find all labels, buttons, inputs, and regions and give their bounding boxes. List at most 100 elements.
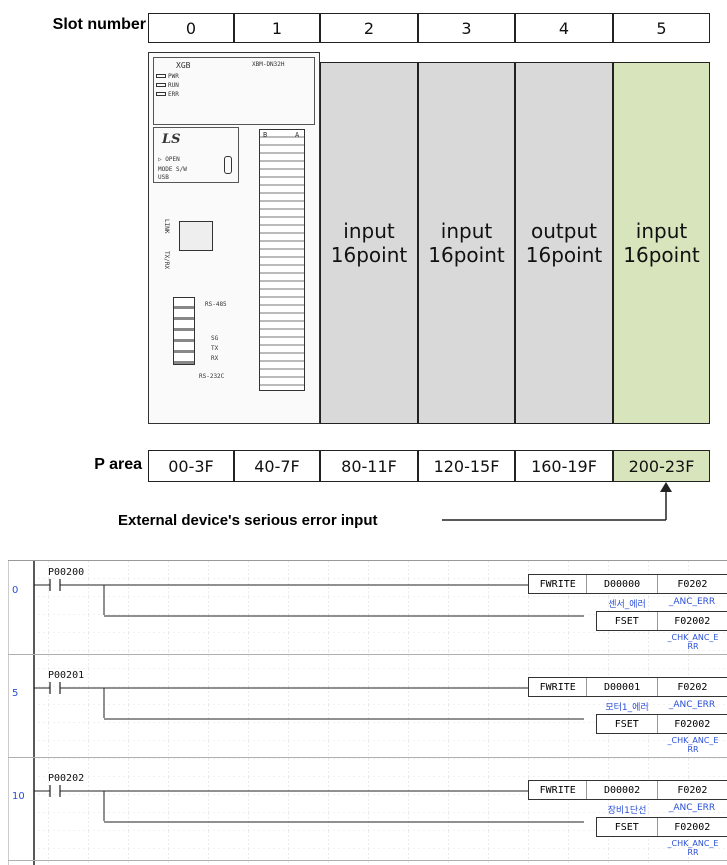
- operand-3: F02002: [656, 715, 727, 733]
- instruction-name: FSET: [614, 615, 639, 627]
- annotation-arrow-icon: [442, 482, 672, 521]
- io-connector-icon: [259, 129, 305, 391]
- led-pwr-label: PWR: [168, 73, 179, 80]
- module-slot-2: input 16point: [320, 62, 418, 424]
- switch-icon: [224, 156, 232, 174]
- module-slot-5: input 16point: [613, 62, 710, 424]
- ethernet-port-icon: [179, 221, 213, 251]
- module-type: output: [531, 219, 597, 243]
- branch-line: [104, 615, 584, 617]
- led-run-label: RUN: [168, 82, 179, 89]
- contact-address: P00201: [48, 670, 85, 681]
- contact-address: P00200: [48, 567, 85, 578]
- fset-instruction[interactable]: FSET F02002: [596, 611, 727, 631]
- sg-label: SG: [211, 335, 219, 342]
- instruction-name: FWRITE: [539, 681, 576, 693]
- module-points: 16point: [623, 243, 700, 267]
- cpu-brand: XGB: [176, 61, 191, 70]
- ladder-editor[interactable]: P00200 0 FWRITE D00000 F0202 센서_에러 _ANC_…: [8, 560, 727, 865]
- rung-separator: [8, 860, 727, 861]
- rung-separator: [8, 654, 727, 655]
- p-area-cell: 00-3F: [148, 450, 234, 482]
- module-points: 16point: [428, 243, 505, 267]
- contact-icon[interactable]: [34, 781, 724, 821]
- link-label: LINK: [163, 219, 170, 234]
- cpu-mid-panel: LS ▷ OPEN MODE S/W USB: [153, 127, 239, 183]
- contact-address: P00202: [48, 773, 85, 784]
- operand-1: D00002: [586, 781, 656, 799]
- variable-label: _CHK_ANC_E RR: [667, 633, 719, 651]
- instruction-name: FSET: [614, 821, 639, 833]
- tx-label: TX: [211, 345, 219, 352]
- p-area-cell: 120-15F: [418, 450, 515, 482]
- contact-icon[interactable]: [34, 575, 724, 615]
- led-icon: [156, 92, 166, 96]
- cpu-model: XBM-DN32H: [252, 61, 285, 68]
- rs485-label: RS-485: [205, 301, 227, 308]
- led-icon: [156, 74, 166, 78]
- variable-label: 장비1단선: [607, 806, 647, 816]
- operand-3: F02002: [656, 818, 727, 836]
- variable-label: _CHK_ANC_E RR: [667, 736, 719, 754]
- instruction-name: FWRITE: [539, 784, 576, 796]
- p-area-cell: 160-19F: [515, 450, 613, 482]
- contact-icon[interactable]: [34, 678, 724, 718]
- slot-cell: 4: [515, 13, 613, 43]
- led-icon: [156, 83, 166, 87]
- fwrite-instruction[interactable]: FWRITE D00000 F0202: [528, 574, 727, 594]
- fwrite-instruction[interactable]: FWRITE D00001 F0202: [528, 677, 727, 697]
- p-area-label: P area: [94, 456, 142, 473]
- rx-label: RX: [211, 355, 219, 362]
- module-points: 16point: [525, 243, 603, 267]
- instruction-name: FWRITE: [539, 578, 576, 590]
- variable-label: _ANC_ERR: [668, 597, 716, 607]
- operand-2: F0202: [656, 575, 727, 593]
- module-slot-4: output 16point: [515, 62, 613, 424]
- step-number: 5: [12, 688, 19, 699]
- col-b-label: B: [263, 131, 268, 139]
- slot-cell: 3: [418, 13, 515, 43]
- ls-logo: LS: [162, 132, 181, 147]
- fset-instruction[interactable]: FSET F02002: [596, 817, 727, 837]
- cpu-module: XGB XBM-DN32H PWR RUN ERR LS ▷ OPEN MODE…: [148, 52, 320, 424]
- operand-3: F02002: [656, 612, 727, 630]
- p-area-cell: 40-7F: [234, 450, 320, 482]
- step-number: 10: [12, 791, 25, 802]
- instruction-name: FSET: [614, 718, 639, 730]
- branch-line: [104, 821, 584, 823]
- slot-cell: 0: [148, 13, 234, 43]
- variable-label: 모터1_에러: [605, 703, 649, 713]
- variable-label: _CHK_ANC_E RR: [667, 839, 719, 857]
- slot-cell: 2: [320, 13, 418, 43]
- module-type: input: [635, 219, 688, 243]
- module-slot-3: input 16point: [418, 62, 515, 424]
- p-area-cell-highlight: 200-23F: [613, 450, 710, 482]
- step-number: 0: [12, 585, 19, 596]
- module-points: 16point: [330, 243, 408, 267]
- variable-label: 센서_에러: [608, 600, 646, 610]
- fwrite-instruction[interactable]: FWRITE D00002 F0202: [528, 780, 727, 800]
- variable-label: _ANC_ERR: [668, 803, 716, 813]
- mode-label: MODE S/W: [158, 166, 187, 173]
- cpu-top-panel: XGB XBM-DN32H PWR RUN ERR: [153, 57, 315, 125]
- rs232-label: RS-232C: [199, 373, 225, 380]
- fset-instruction[interactable]: FSET F02002: [596, 714, 727, 734]
- usb-label: USB: [158, 174, 169, 181]
- rung-separator: [8, 757, 727, 758]
- operand-1: D00001: [586, 678, 656, 696]
- col-a-label: A: [295, 131, 300, 139]
- led-err-label: ERR: [168, 91, 179, 98]
- terminal-block-icon: [173, 297, 195, 365]
- module-type: input: [440, 219, 493, 243]
- slot-cell: 5: [613, 13, 710, 43]
- branch-line: [104, 718, 584, 720]
- txrx-label: TX/RX: [163, 251, 170, 270]
- module-type: input: [343, 219, 395, 243]
- operand-2: F0202: [656, 781, 727, 799]
- open-label: ▷ OPEN: [158, 156, 180, 163]
- operand-1: D00000: [586, 575, 656, 593]
- p-area-cell: 80-11F: [320, 450, 418, 482]
- slot-number-label: Slot number: [52, 16, 146, 33]
- variable-label: _ANC_ERR: [668, 700, 716, 710]
- slot-cell: 1: [234, 13, 320, 43]
